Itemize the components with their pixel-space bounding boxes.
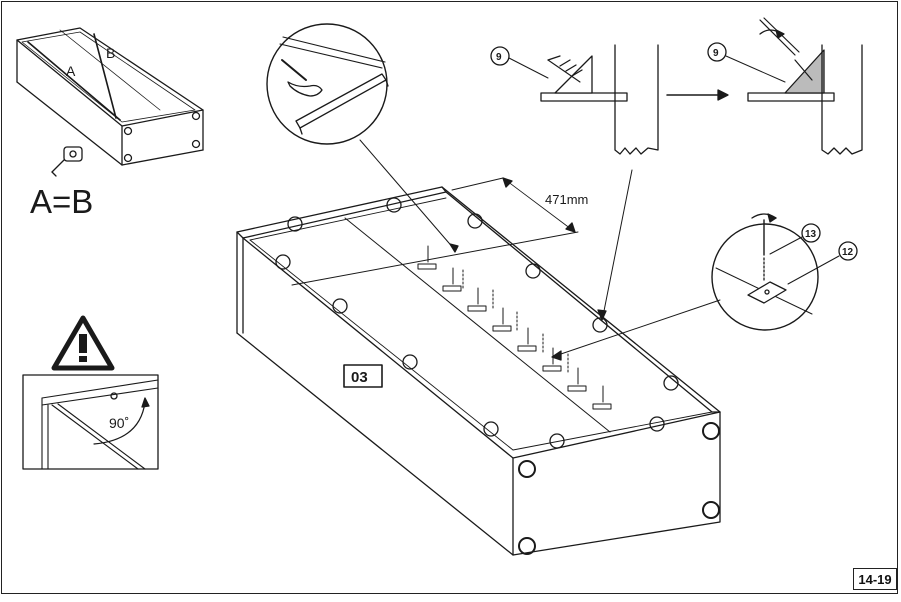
callout-circles <box>490 42 858 285</box>
bracket-detail <box>551 213 819 361</box>
wall-fixing-step-2 <box>747 17 863 155</box>
tape-measure-icon <box>51 146 83 177</box>
callout-9-left: 9 <box>496 52 502 63</box>
callout-12: 12 <box>842 247 854 258</box>
equation-label: A=B <box>30 183 93 220</box>
diagonal-a-label: A <box>66 63 76 79</box>
wall-fixing-step-1 <box>540 44 659 155</box>
part-03-label: 03 <box>351 369 368 386</box>
squareness-check-cabinet <box>16 27 204 166</box>
divider-fittings <box>417 245 612 410</box>
warning-icon <box>51 315 115 371</box>
right-angle-inset <box>22 374 159 470</box>
callout-9-right: 9 <box>713 48 719 59</box>
page-number: 14-19 <box>853 568 897 590</box>
angle-label: 90˚ <box>109 415 129 431</box>
arrow-right <box>666 89 729 101</box>
leader-wall-fixing <box>602 169 633 317</box>
diagonal-b-label: B <box>106 45 115 61</box>
callout-13: 13 <box>805 229 817 240</box>
cabinet-body <box>236 177 721 556</box>
dimension-label: 471mm <box>545 192 588 207</box>
